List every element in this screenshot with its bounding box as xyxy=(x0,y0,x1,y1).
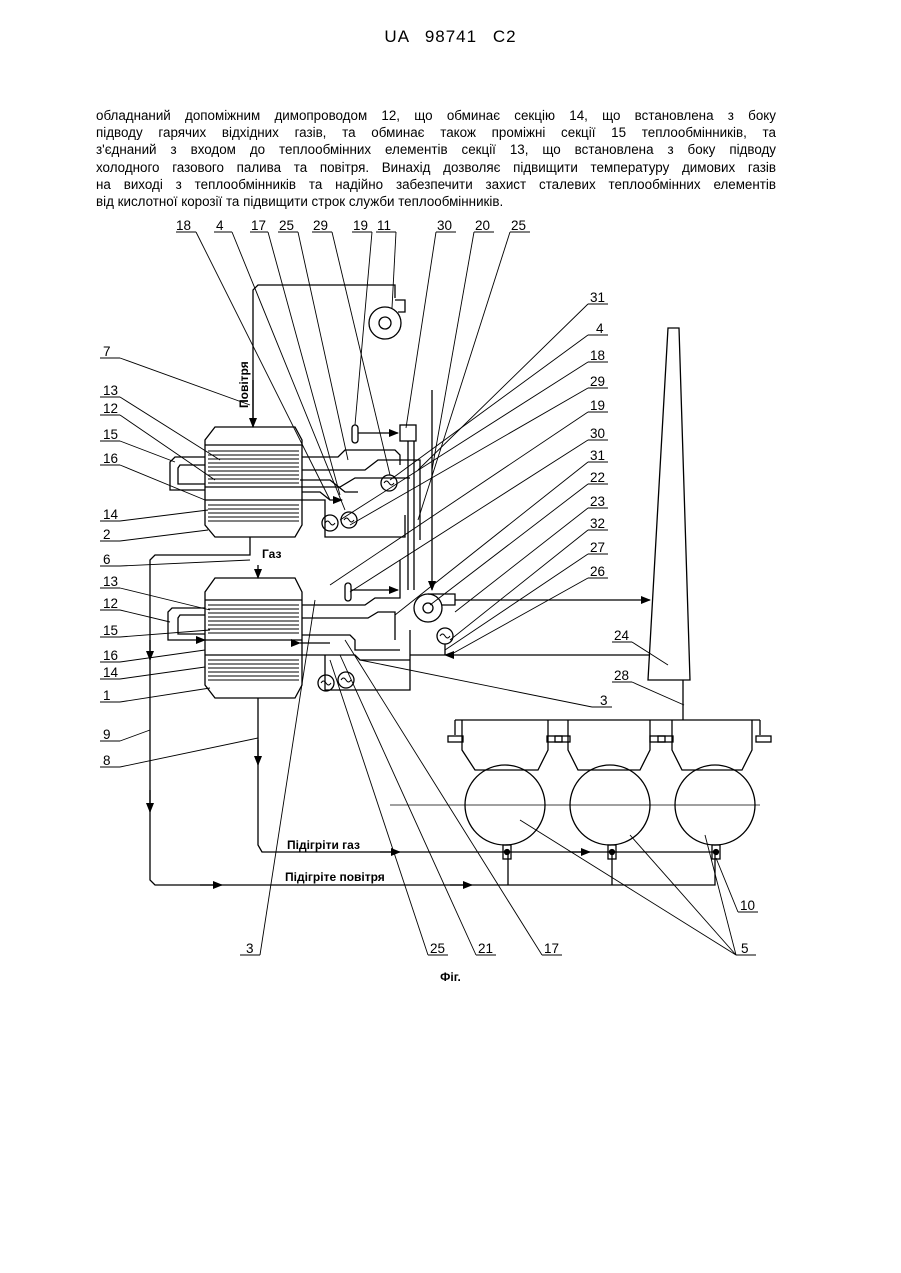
ref-label: 4 xyxy=(216,218,224,233)
ref-label: 3 xyxy=(600,693,608,708)
ref-label: 31 xyxy=(590,448,605,463)
ref-label: 14 xyxy=(103,507,119,522)
ref-label: 6 xyxy=(103,552,111,567)
ref-label: 28 xyxy=(614,668,629,683)
heated-air-label: Підігріте повітря xyxy=(285,870,385,884)
ref-label: 3 xyxy=(246,941,254,956)
ref-label: 25 xyxy=(430,941,445,956)
ref-label: 31 xyxy=(590,290,605,305)
ref-label: 15 xyxy=(103,623,118,638)
ref-label: 17 xyxy=(251,218,266,233)
ref-label: 22 xyxy=(590,470,605,485)
ref-label: 21 xyxy=(478,941,493,956)
ref-label: 5 xyxy=(741,941,749,956)
ref-label: 17 xyxy=(544,941,559,956)
ref-label: 25 xyxy=(279,218,294,233)
ref-label: 18 xyxy=(590,348,605,363)
ref-label: 29 xyxy=(313,218,328,233)
ref-label: 32 xyxy=(590,516,605,531)
ref-label: 24 xyxy=(614,628,630,643)
ref-label: 18 xyxy=(176,218,191,233)
ref-label: 2 xyxy=(103,527,111,542)
furnaces xyxy=(390,720,771,859)
heated-gas-label: Підігріти газ xyxy=(287,838,360,852)
ref-label: 29 xyxy=(590,374,605,389)
ref-label: 19 xyxy=(353,218,368,233)
ref-label: 8 xyxy=(103,753,111,768)
ref-label: 30 xyxy=(590,426,605,441)
ref-label: 11 xyxy=(377,218,391,233)
ref-label: 1 xyxy=(103,688,111,703)
upper-heat-exchanger xyxy=(205,427,302,537)
ref-label: 4 xyxy=(596,321,604,336)
ref-label: 10 xyxy=(740,898,755,913)
ref-label: 19 xyxy=(590,398,605,413)
ref-label: 9 xyxy=(103,727,111,742)
ref-label: 12 xyxy=(103,596,118,611)
bypass-ducts xyxy=(168,457,205,640)
lower-outlet-ducts xyxy=(300,560,650,691)
air-flow-label: Повітря xyxy=(237,361,251,408)
ref-label: 13 xyxy=(103,383,118,398)
ref-label: 7 xyxy=(103,344,111,359)
ref-label: 20 xyxy=(475,218,490,233)
ref-label: 16 xyxy=(103,451,118,466)
ref-label: 12 xyxy=(103,401,118,416)
chimney xyxy=(648,328,690,720)
figure-caption: Фіг. xyxy=(0,970,901,984)
ref-label: 16 xyxy=(103,648,118,663)
ref-label: 23 xyxy=(590,494,605,509)
ref-label: 26 xyxy=(590,564,605,579)
ref-label: 30 xyxy=(437,218,452,233)
lower-heat-exchanger xyxy=(205,578,302,698)
ref-label: 13 xyxy=(103,574,118,589)
ref-label: 27 xyxy=(590,540,605,555)
ref-label: 14 xyxy=(103,665,119,680)
gas-flow-label: Газ xyxy=(262,547,281,561)
reference-numerals: 18 4 17 25 29 19 11 30 20 25 31 4 18 29 … xyxy=(103,218,755,956)
ref-label: 25 xyxy=(511,218,526,233)
air-supply-line xyxy=(253,285,405,427)
ref-label: 15 xyxy=(103,427,118,442)
